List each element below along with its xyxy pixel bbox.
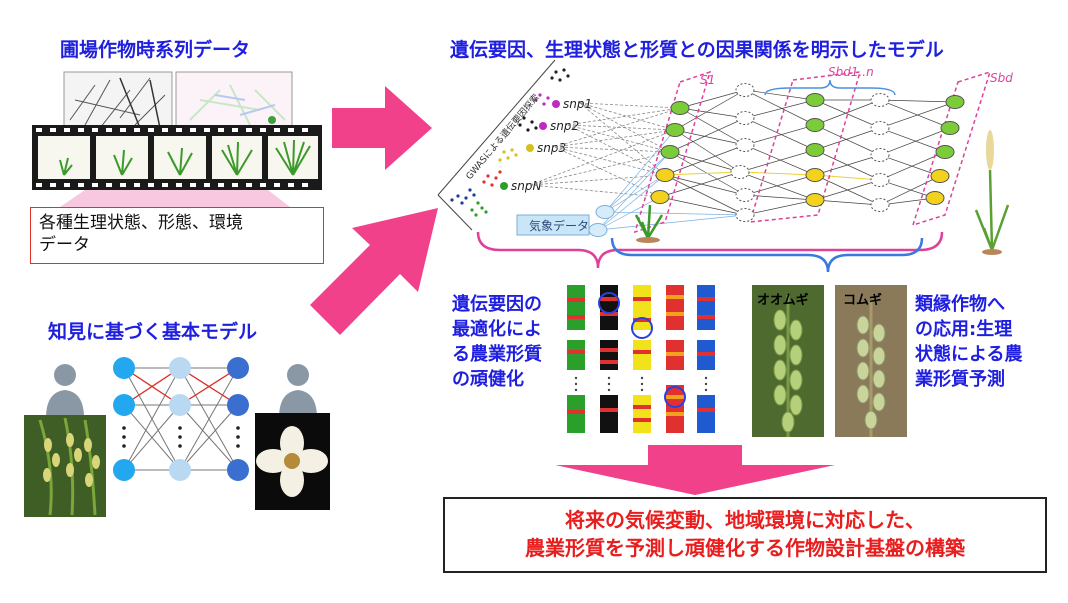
causal-model-title: 遺伝要因、生理状態と形質との因果関係を明示したモデル: [450, 39, 944, 61]
wheat-photo: コムギ: [835, 285, 907, 437]
barley-photo: オオムギ: [752, 285, 824, 437]
bracket-blue: [610, 237, 924, 273]
chromosome-columns: [567, 285, 715, 433]
layer-label-sbd: Sbd: [990, 71, 1013, 85]
data-box-text: 各種生理状態、形態、環境 データ: [39, 213, 243, 255]
conclusion-box: 将来の気候変動、地域環境に対応した、 農業形質を予測し頑健化する作物設計基盤の構…: [443, 497, 1047, 573]
snp-label-n: snpN: [511, 179, 541, 193]
field-image-right: [175, 71, 293, 133]
layer-labels: S1 Sbd1..n Sbd: [700, 65, 1013, 87]
filmstrip: [32, 125, 322, 190]
snp-arrows: [500, 100, 560, 190]
barley-label: オオムギ: [757, 292, 809, 308]
layer-boxes: [633, 70, 992, 234]
optimization-text: 遺伝要因の 最適化によ る農業形質 の頑健化: [452, 294, 542, 390]
timeseries-title: 圃場作物時系列データ: [60, 39, 251, 61]
layer-label-sbd1n: Sbd1..n: [828, 65, 874, 79]
layer-label-s1: S1: [700, 73, 715, 87]
basic-model-network: [113, 357, 249, 481]
causal-network-nodes: [588, 83, 965, 237]
mature-wheat-image: [974, 130, 1010, 255]
snp-label-3: snp3: [537, 141, 566, 155]
hidden-layer-brace: [764, 79, 896, 96]
weather-data-label: 気象データ: [529, 218, 589, 233]
field-image-left: [63, 71, 173, 133]
wheat-label: コムギ: [843, 292, 882, 308]
person-icon-left: [46, 364, 84, 418]
flower-photo: [255, 413, 330, 510]
person-icon-right: [279, 364, 317, 418]
application-text: 類縁作物へ の応用:生理 状態による農 業形質予測: [915, 294, 1023, 390]
weather-data-tag: 気象データ: [516, 214, 590, 236]
gwas-label: GWASによる遺伝要因探索: [463, 91, 542, 181]
snp-label-2: snp2: [550, 119, 579, 133]
arrow-diagonal-pink: [310, 208, 438, 335]
seedling-image: [634, 204, 664, 243]
arrow-down-pink: [555, 445, 835, 495]
conclusion-text: 将来の気候変動、地域環境に対応した、 農業形質を予測し頑健化する作物設計基盤の構…: [525, 508, 965, 560]
causal-network-edges: [529, 89, 956, 231]
filmstrip-highlight: [60, 190, 290, 207]
snp-label-1: snp1: [563, 97, 592, 111]
basic-model-title: 知見に基づく基本モデル: [48, 321, 258, 343]
rice-photo: [24, 415, 106, 517]
arrow-right-pink: [332, 86, 432, 170]
data-box: 各種生理状態、形態、環境 データ: [30, 207, 324, 264]
bracket-pink: [476, 231, 944, 269]
